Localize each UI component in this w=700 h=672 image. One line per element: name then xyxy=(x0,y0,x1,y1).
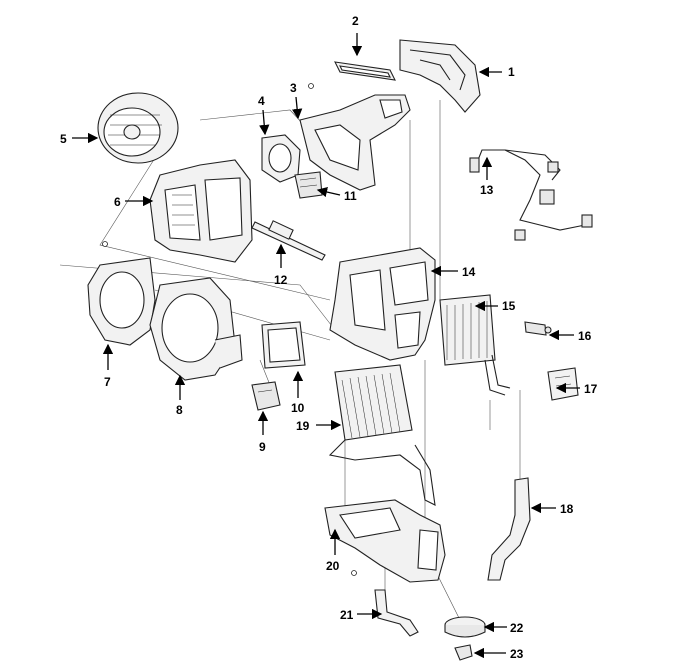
label-part-21: 21 xyxy=(340,608,354,622)
part-22-seal xyxy=(444,616,486,638)
label-part-18: 18 xyxy=(560,502,574,516)
part-5-blower-motor xyxy=(97,92,179,164)
part-11-actuator xyxy=(294,171,323,199)
label-part-5: 5 xyxy=(60,132,67,146)
part-12-rod xyxy=(251,220,326,261)
label-part-4: 4 xyxy=(258,94,265,108)
part-10-filter xyxy=(261,321,306,369)
part-15-heater-core xyxy=(439,294,511,396)
label-part-2: 2 xyxy=(352,14,359,28)
label-part-10: 10 xyxy=(291,401,305,415)
label-part-8: 8 xyxy=(176,403,183,417)
label-part-12: 12 xyxy=(274,273,288,287)
label-part-13: 13 xyxy=(480,183,494,197)
part-19-evaporator xyxy=(328,364,436,506)
label-part-23: 23 xyxy=(510,647,524,661)
label-part-9: 9 xyxy=(259,440,266,454)
label-part-19: 19 xyxy=(296,419,310,433)
part-17-bracket xyxy=(547,367,579,401)
part-13-wiring-harness xyxy=(469,149,593,241)
part-9-resistor xyxy=(251,381,281,411)
label-part-6: 6 xyxy=(114,195,121,209)
label-part-1: 1 xyxy=(508,65,515,79)
label-part-17: 17 xyxy=(584,382,598,396)
part-2-gasket xyxy=(334,61,396,81)
part-23-clip xyxy=(454,644,473,661)
part-4-ring xyxy=(261,134,301,183)
label-part-22: 22 xyxy=(510,621,524,635)
label-part-15: 15 xyxy=(502,299,516,313)
label-part-7: 7 xyxy=(104,375,111,389)
part-14-heater-case xyxy=(329,247,436,361)
leader-3 xyxy=(291,96,303,120)
label-part-3: 3 xyxy=(290,81,297,95)
leader-4 xyxy=(259,109,270,136)
label-part-14: 14 xyxy=(462,265,476,279)
part-18-pipe xyxy=(487,477,531,581)
fasteners xyxy=(102,83,357,576)
part-7-scroll-housing xyxy=(87,257,156,346)
leader-11 xyxy=(316,186,341,198)
part-6-blower-case xyxy=(149,159,253,263)
label-part-11: 11 xyxy=(344,189,357,203)
callout-leaders xyxy=(72,33,580,659)
part-21-drain-hose xyxy=(374,589,419,637)
label-part-16: 16 xyxy=(578,329,592,343)
part-8-scroll-housing xyxy=(149,277,243,381)
label-part-20: 20 xyxy=(326,559,340,573)
part-16-sensor xyxy=(524,321,552,336)
part-1-duct xyxy=(399,39,481,113)
part-3-upper-case xyxy=(299,94,411,191)
part-20-lower-case xyxy=(324,499,446,583)
